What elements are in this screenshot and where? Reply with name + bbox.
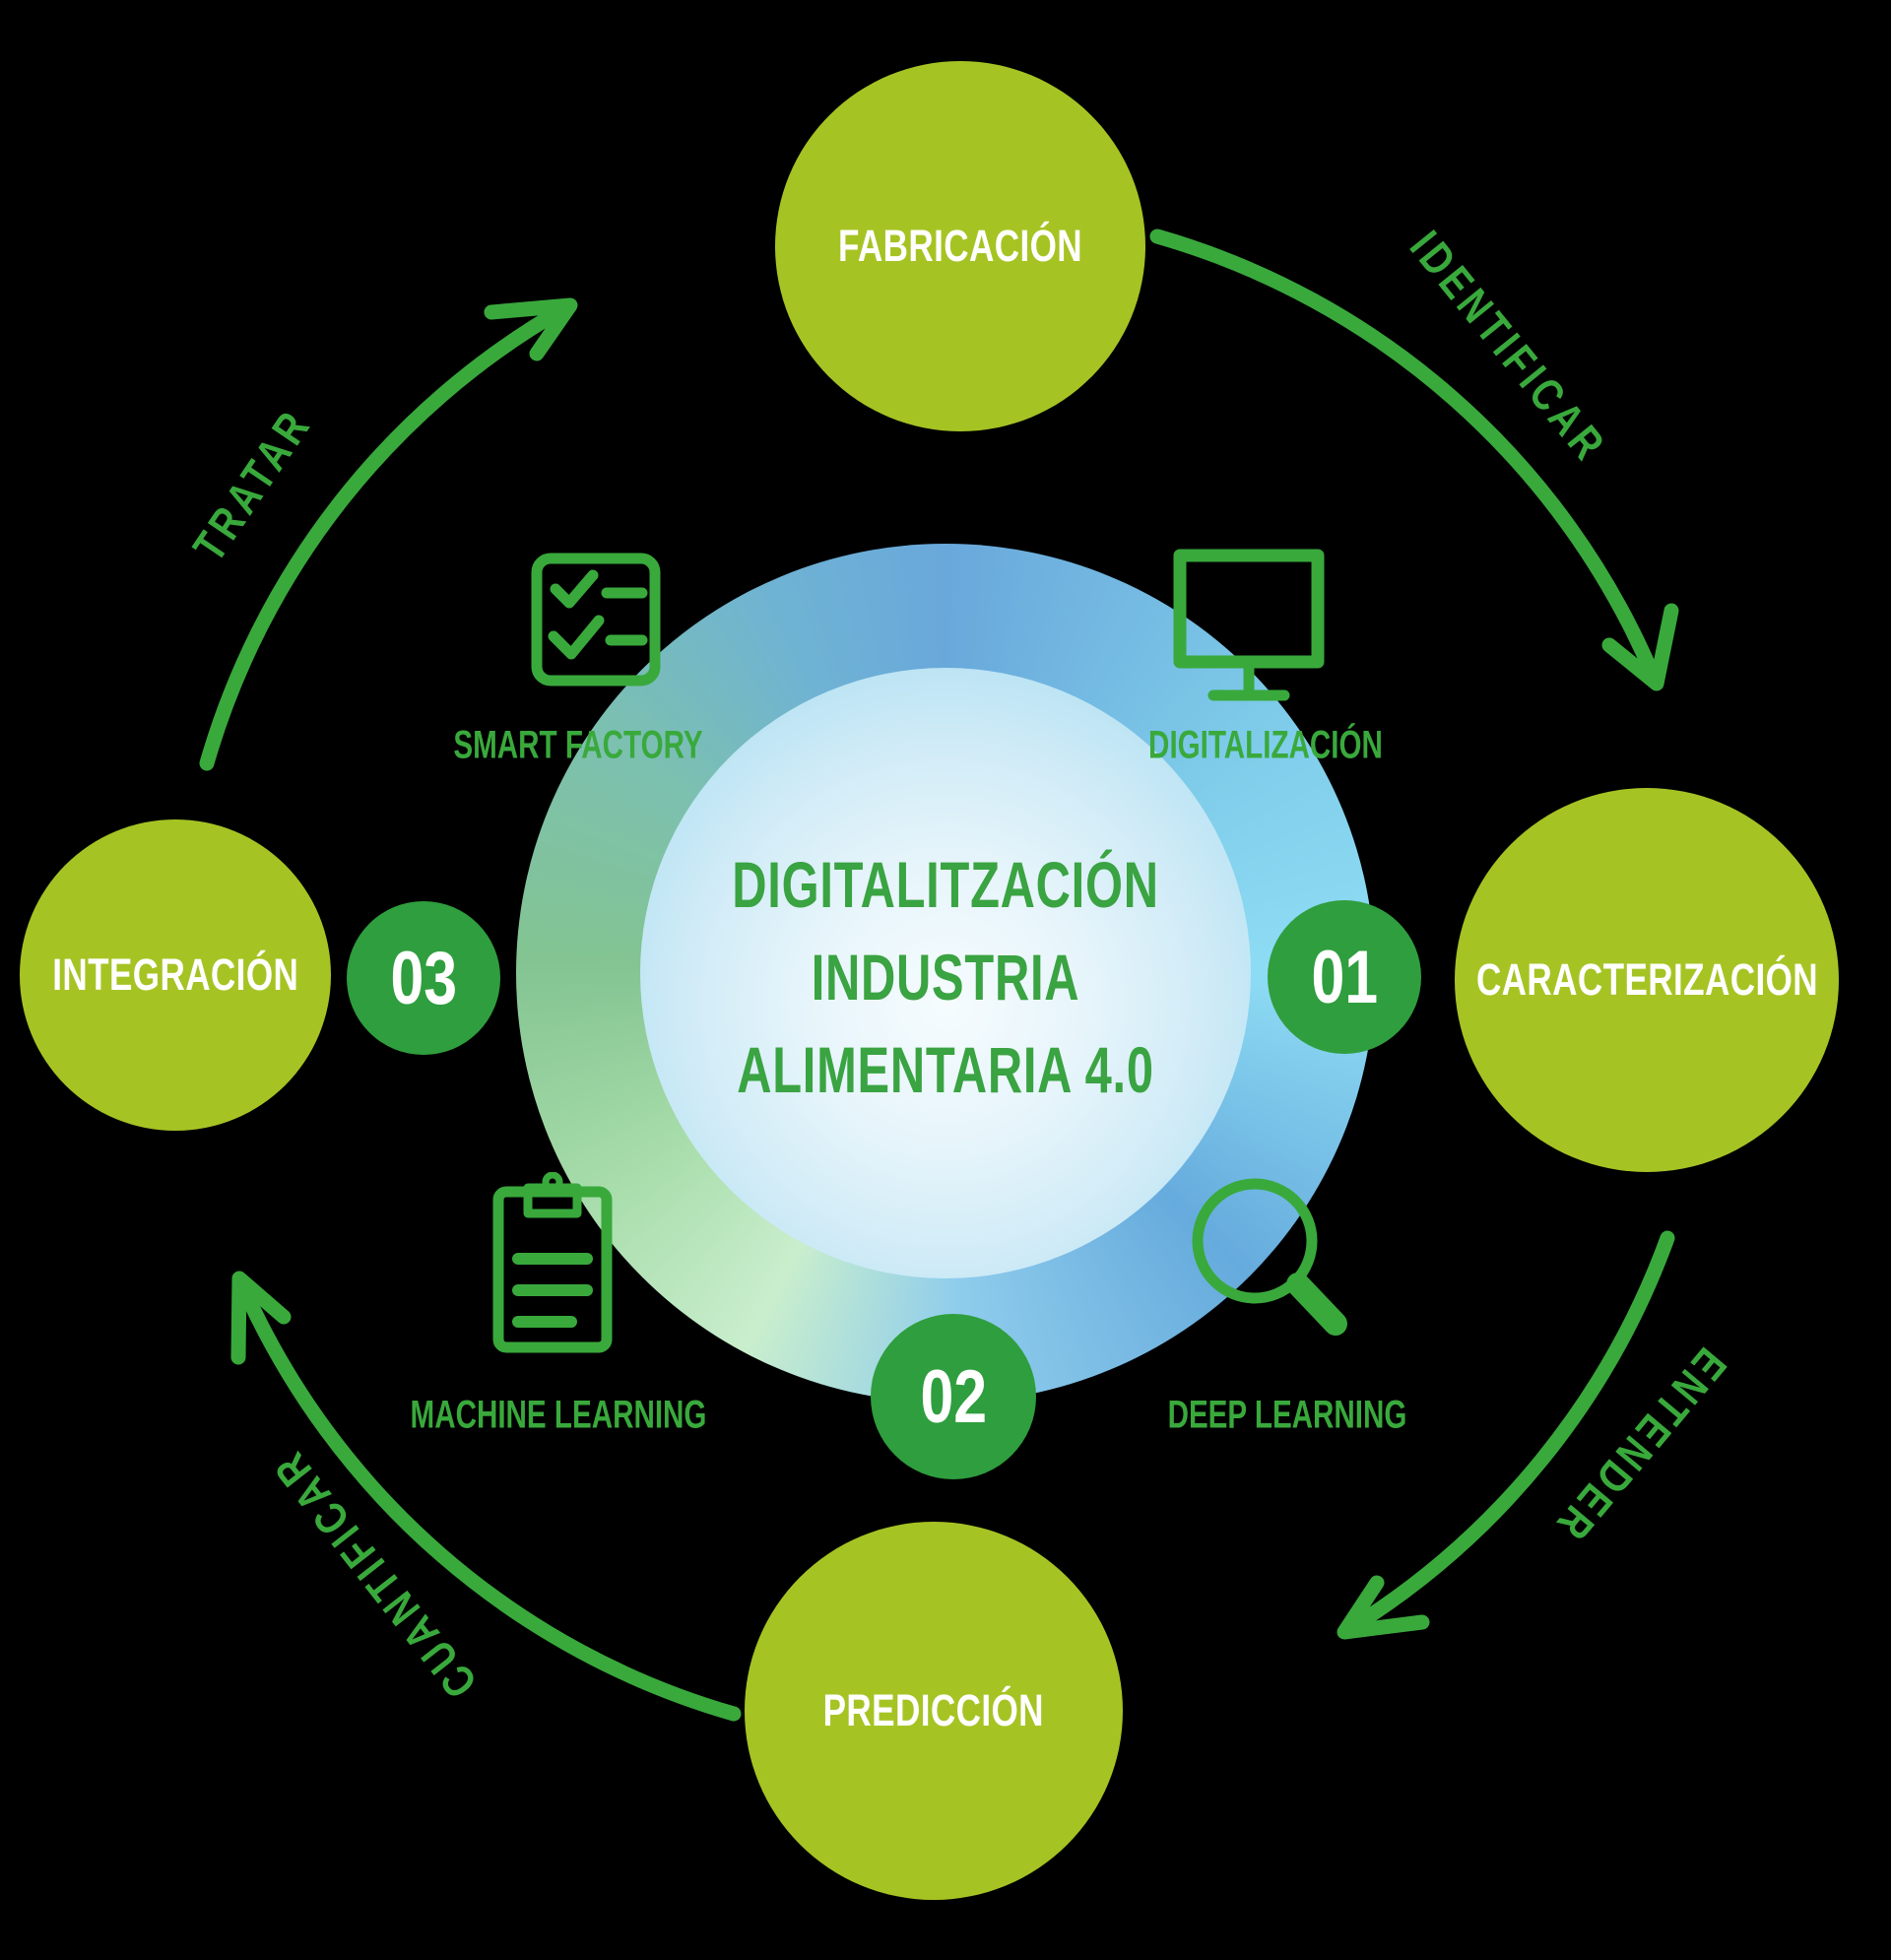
caption-smart-factory: SMART FACTORY — [453, 723, 703, 767]
arrowhead-tratar — [484, 297, 578, 361]
node-label-integracion: INTEGRACIÓN — [52, 949, 298, 1000]
diagram-title: DIGITALITZACIÓN INDUSTRIA ALIMENTARIA 4.… — [732, 838, 1158, 1116]
step-badge-01: 01 — [1268, 900, 1421, 1054]
monitor-icon — [1172, 548, 1326, 701]
arrowhead-cuantificar — [230, 1271, 292, 1365]
step-badge-02: 02 — [871, 1314, 1036, 1479]
arc-identificar — [1149, 229, 1661, 683]
title-line-2: INDUSTRIA — [811, 941, 1080, 1013]
center-inner-circle — [640, 668, 1251, 1278]
node-label-caracterizacion: CARACTERIZACIÓN — [1475, 954, 1818, 1005]
step-badge-03: 03 — [347, 901, 500, 1055]
arrowhead-entender — [1337, 1575, 1430, 1640]
arrowhead-identificar — [1601, 603, 1679, 691]
node-label-fabricacion: FABRICACIÓN — [837, 221, 1083, 271]
step-number-01: 01 — [1311, 935, 1378, 1019]
arc-tratar — [199, 302, 569, 771]
caption-deep-learning: DEEP LEARNING — [1167, 1393, 1407, 1437]
checklist-icon — [530, 552, 662, 687]
node-label-prediccion: PREDICCIÓN — [822, 1685, 1045, 1735]
caption-digitalizacion: DIGITALIZACIÓN — [1148, 723, 1383, 767]
caption-machine-learning: MACHINE LEARNING — [410, 1393, 707, 1437]
arc-cuantificar — [235, 1279, 742, 1722]
node-prediccion: PREDICCIÓN — [745, 1522, 1123, 1900]
title-line-1: DIGITALITZACIÓN — [732, 848, 1159, 921]
node-fabricacion: FABRICACIÓN — [775, 61, 1145, 431]
arc-entender — [1344, 1230, 1675, 1635]
magnifier-icon — [1180, 1170, 1353, 1347]
step-number-03: 03 — [390, 936, 457, 1020]
node-integracion: INTEGRACIÓN — [20, 819, 331, 1131]
step-number-02: 02 — [920, 1354, 987, 1439]
title-line-3: ALIMENTARIA 4.0 — [737, 1033, 1154, 1106]
node-caracterizacion: CARACTERIZACIÓN — [1455, 788, 1839, 1172]
clipboard-icon — [492, 1172, 613, 1354]
